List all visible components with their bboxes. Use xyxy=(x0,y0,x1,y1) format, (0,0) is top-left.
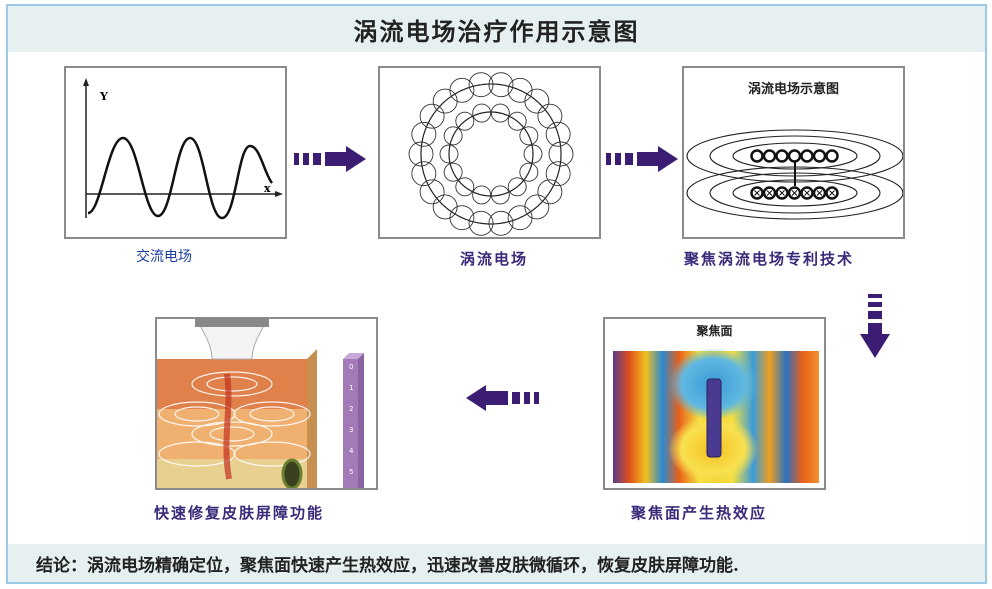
label-eddy-field: 涡流电场 xyxy=(460,250,529,268)
coil-out xyxy=(812,149,827,163)
eddy-loop xyxy=(439,144,459,164)
x-axis-label: x xyxy=(264,182,271,195)
coil-cross xyxy=(816,190,823,196)
outer-frame xyxy=(6,4,987,584)
scale-tick: 3 xyxy=(349,426,354,434)
eddy-loops-diagram xyxy=(408,72,574,236)
panel-focused-eddy: 涡流电场示意图 xyxy=(682,66,905,239)
panel-eddy-field xyxy=(378,66,601,239)
eddy-loop xyxy=(524,88,550,114)
coil-cross xyxy=(804,190,810,196)
inner-title: 聚焦面 xyxy=(696,324,733,338)
eddy-loop xyxy=(419,103,445,129)
sine-wave-graph xyxy=(83,78,283,220)
eddy-loop xyxy=(443,126,463,146)
coil-out xyxy=(775,149,789,163)
eddy-loop xyxy=(545,121,571,147)
eddy-loop xyxy=(519,126,539,146)
eddy-loop xyxy=(419,179,445,205)
y-axis-label: Y xyxy=(100,90,108,103)
eddy-loop xyxy=(523,144,543,164)
coil-out xyxy=(825,149,839,163)
label-focus-surface: 聚焦面产生热效应 xyxy=(631,504,768,522)
eddy-loop xyxy=(468,72,494,98)
eddy-loop xyxy=(537,179,563,205)
eddy-loop xyxy=(455,177,475,197)
eddy-loop xyxy=(472,185,492,205)
eddy-loop xyxy=(411,161,437,187)
eddy-loop xyxy=(455,111,475,131)
coil-cross xyxy=(754,190,760,196)
coil-cross xyxy=(829,190,835,196)
label-skin-repair: 快速修复皮肤屏障功能 xyxy=(154,504,325,522)
eddy-loop xyxy=(432,194,458,220)
scale-tick: 2 xyxy=(349,405,354,413)
eddy-loop xyxy=(472,103,492,123)
eddy-loop xyxy=(443,162,463,182)
panel-skin-repair: 0 1 2 3 4 5 xyxy=(155,317,378,490)
arrow-right-icon xyxy=(294,146,366,172)
eddy-loop xyxy=(507,205,533,231)
coil-cross xyxy=(766,190,773,196)
arrow-right-icon xyxy=(606,146,678,172)
scale-tick: 5 xyxy=(349,468,354,476)
arrow-left-icon xyxy=(466,385,539,411)
coil-out xyxy=(787,149,802,163)
skin-section-image xyxy=(157,319,364,488)
eddy-loop xyxy=(507,177,527,197)
panel-ac-field: Y x xyxy=(64,66,287,239)
coil-out xyxy=(762,149,777,163)
eddy-loop xyxy=(548,141,574,167)
arrow-down-icon xyxy=(860,294,890,358)
eddy-loop xyxy=(488,72,514,98)
panel-focus-surface: 聚焦面 xyxy=(603,317,826,490)
scale-tick: 4 xyxy=(349,447,354,455)
page-title: 涡流电场治疗作用示意图 xyxy=(8,6,985,52)
scale-tick: 0 xyxy=(349,363,354,371)
coil-cross xyxy=(779,190,785,196)
conclusion-text: 结论：涡流电场精确定位，聚焦面快速产生热效应，迅速改善皮肤微循环，恢复皮肤屏障功… xyxy=(8,544,985,582)
heat-map-image xyxy=(613,348,819,483)
eddy-loop xyxy=(545,161,571,187)
focused-eddy-diagram xyxy=(686,129,903,220)
eddy-loop xyxy=(411,121,437,147)
eddy-loop xyxy=(507,111,527,131)
label-focused-eddy: 聚焦涡流电场专利技术 xyxy=(684,250,855,268)
coil-cross xyxy=(791,190,798,196)
eddy-loop xyxy=(490,185,510,205)
scale-tick: 1 xyxy=(349,384,354,392)
coil-out xyxy=(800,149,814,163)
eddy-loop xyxy=(488,210,514,236)
eddy-loop xyxy=(519,162,539,182)
eddy-loop xyxy=(537,103,563,129)
inner-title: 涡流电场示意图 xyxy=(747,82,839,97)
eddy-loop xyxy=(468,210,494,236)
eddy-loop xyxy=(490,103,510,123)
eddy-loop xyxy=(449,77,475,103)
eddy-loop xyxy=(408,141,434,167)
coil-out xyxy=(750,149,764,163)
label-ac-field: 交流电场 xyxy=(136,249,192,265)
